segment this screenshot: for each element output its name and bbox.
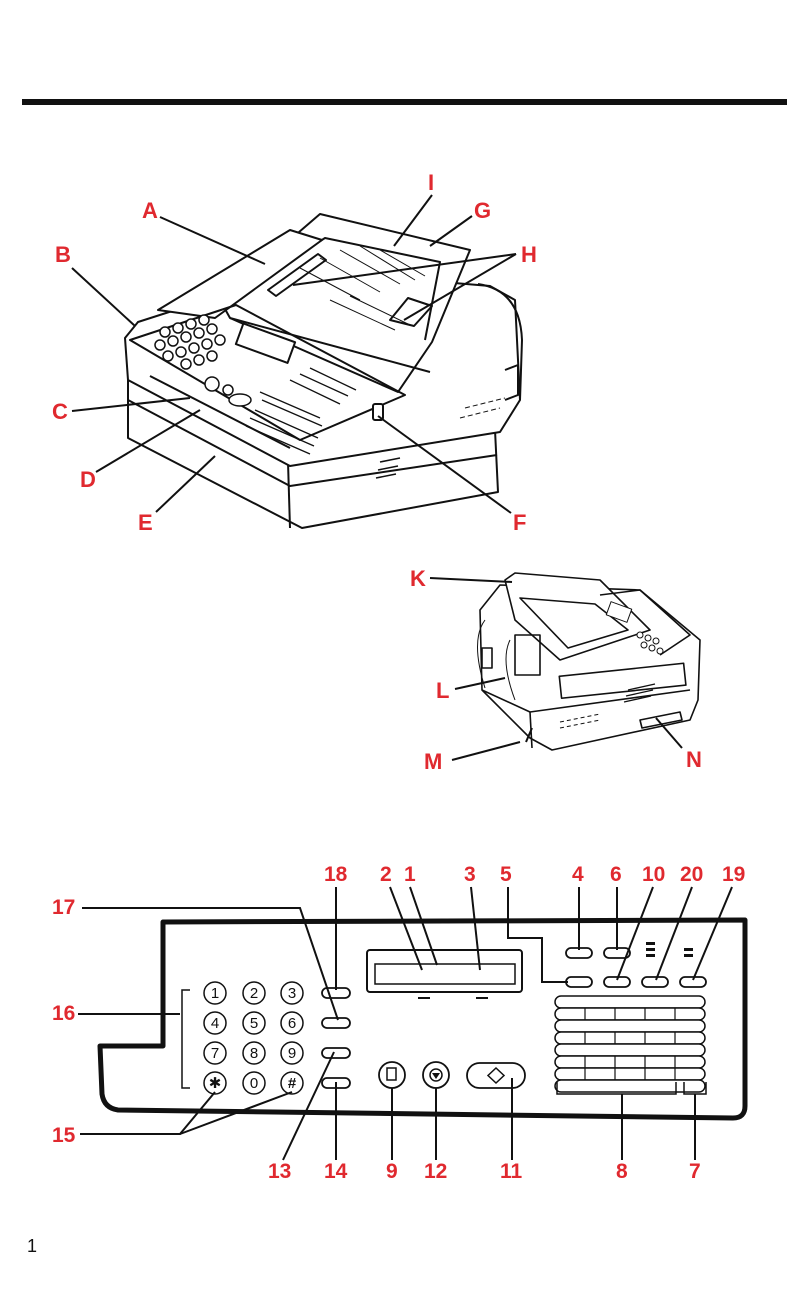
rear-view-leader-lines [429, 577, 683, 761]
label-20: 20 [680, 863, 703, 886]
key-1-label: 1 [211, 985, 219, 1002]
key-9-label: 9 [288, 1045, 296, 1062]
function-button-19[interactable] [679, 976, 707, 988]
control-panel: 1 2 3 4 5 6 7 8 9 ✱ 0 # [97, 917, 748, 1121]
key-3[interactable] [280, 981, 304, 1005]
one-touch-keys [554, 995, 706, 1093]
label-G: G [474, 198, 491, 223]
key-2[interactable] [242, 981, 266, 1005]
key-4[interactable] [203, 1011, 227, 1035]
key-0-label: 0 [250, 1075, 258, 1092]
key-9[interactable] [280, 1041, 304, 1065]
function-button-4[interactable] [565, 976, 593, 988]
display-screen [374, 963, 516, 985]
function-button-17[interactable] [321, 1017, 351, 1029]
page-number: 1 [27, 1236, 38, 1256]
label-M: M [424, 749, 442, 774]
key-4-label: 4 [211, 1015, 219, 1032]
label-9: 9 [386, 1160, 398, 1183]
key-1[interactable] [203, 981, 227, 1005]
key-star[interactable] [203, 1071, 227, 1095]
key-2-label: 2 [250, 985, 258, 1002]
label-2: 2 [380, 863, 392, 886]
key-8-label: 8 [250, 1045, 258, 1062]
panel-leader-lines [78, 886, 733, 1161]
keypad [203, 981, 304, 1095]
key-8[interactable] [242, 1041, 266, 1065]
copy-icon [386, 1067, 397, 1081]
label-E: E [138, 510, 153, 535]
key-6[interactable] [280, 1011, 304, 1035]
label-B: B [55, 242, 71, 267]
fax-rear-view [477, 572, 701, 751]
label-6: 6 [610, 863, 622, 886]
label-10: 10 [642, 863, 665, 886]
key-hash[interactable] [280, 1071, 304, 1095]
key-3-label: 3 [288, 985, 296, 1002]
fax-top-view [124, 213, 523, 529]
label-K: K [410, 566, 426, 591]
label-12: 12 [424, 1160, 447, 1183]
key-hash-label: # [288, 1075, 297, 1092]
function-button-13[interactable] [321, 1047, 351, 1059]
copy-button[interactable] [378, 1061, 406, 1089]
label-3: 3 [464, 863, 476, 886]
label-4: 4 [572, 863, 584, 886]
label-D: D [80, 467, 96, 492]
label-1: 1 [404, 863, 416, 886]
key-5[interactable] [242, 1011, 266, 1035]
label-11: 11 [500, 1160, 523, 1183]
label-N: N [686, 747, 702, 772]
label-C: C [52, 399, 68, 424]
start-button[interactable] [466, 1062, 526, 1089]
label-I: I [428, 170, 434, 195]
label-17: 17 [52, 896, 75, 919]
stop-icon [429, 1068, 443, 1082]
label-7: 7 [689, 1160, 701, 1183]
key-star-label: ✱ [209, 1075, 222, 1092]
key-6-label: 6 [288, 1015, 296, 1032]
function-button-10[interactable] [603, 976, 631, 988]
label-18: 18 [324, 863, 348, 886]
key-5-label: 5 [250, 1015, 258, 1032]
level-indicator [646, 942, 693, 957]
key-7-label: 7 [211, 1045, 219, 1062]
label-H: H [521, 242, 537, 267]
label-L: L [436, 678, 449, 703]
key-7[interactable] [203, 1041, 227, 1065]
label-16: 16 [52, 1002, 75, 1025]
label-15: 15 [52, 1124, 76, 1147]
label-19: 19 [722, 863, 745, 886]
top-view-leader-lines [71, 194, 517, 514]
header-rule [22, 99, 787, 105]
label-14: 14 [324, 1160, 348, 1183]
label-8: 8 [616, 1160, 628, 1183]
start-icon [486, 1066, 506, 1085]
label-F: F [513, 510, 526, 535]
label-5: 5 [500, 863, 512, 886]
function-button-20[interactable] [641, 976, 669, 988]
label-A: A [142, 198, 158, 223]
label-13: 13 [268, 1160, 291, 1183]
key-0[interactable] [242, 1071, 266, 1095]
